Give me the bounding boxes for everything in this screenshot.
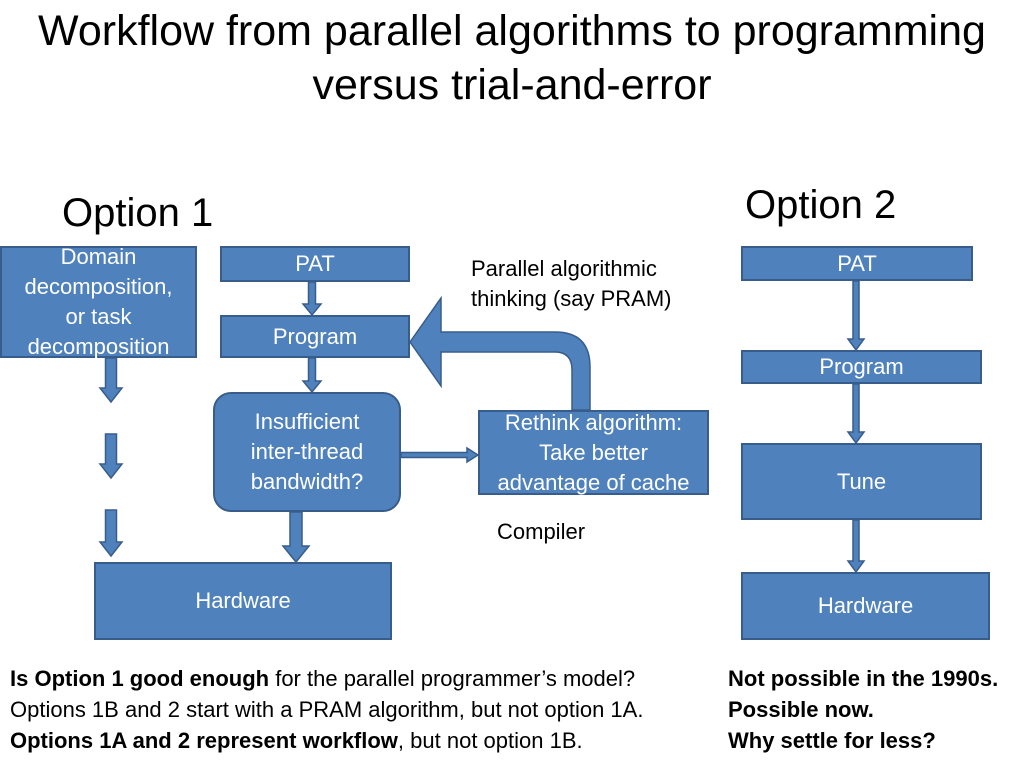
note-line-2: Possible now. xyxy=(728,697,874,722)
opt2-program-to-tune-arrow xyxy=(846,383,866,445)
opt2-tune-to-hardware-arrow xyxy=(846,519,866,574)
rethink-algorithm-box: Rethink algorithm: Take better advantage… xyxy=(478,410,709,495)
pram-thinking-label: Parallel algorithmic thinking (say PRAM) xyxy=(471,254,672,314)
box-text-line: Program xyxy=(819,354,904,379)
domain-down-arrow-2 xyxy=(98,433,124,480)
box-text-line: Hardware xyxy=(195,588,291,613)
slide-title-line-1: Workflow from parallel algorithms to pro… xyxy=(38,7,986,55)
opt1-rethink-to-program-uturn-arrow xyxy=(409,295,591,411)
box-text-line: Program xyxy=(272,323,358,349)
box-text-line: decomposition xyxy=(27,334,170,359)
opt1-bandwidth-to-hardware-arrow xyxy=(281,511,311,564)
option-1-heading: Option 1 xyxy=(62,191,214,235)
label-line: Parallel algorithmic xyxy=(471,256,657,281)
opt1-program-to-bandwidth-arrow xyxy=(301,357,323,394)
box-text-line: advantage of cache xyxy=(497,469,690,495)
opt1-pat-to-program-arrow xyxy=(301,281,323,317)
opt2-pat-to-program-arrow xyxy=(846,280,866,352)
note-emphasis: Options 1A and 2 represent workflow xyxy=(10,728,398,753)
domain-down-arrow-3 xyxy=(98,509,124,558)
opt1-hardware-box: Hardware xyxy=(94,562,392,640)
box-text-line: Take better xyxy=(539,439,648,465)
box-text-line: Rethink algorithm: xyxy=(504,409,683,435)
box-text-line: Insufficient xyxy=(254,409,360,434)
label-line: thinking (say PRAM) xyxy=(471,286,672,311)
box-text-line: PAT xyxy=(295,251,335,276)
slide-title-line-2: versus trial-and-error xyxy=(312,61,712,109)
box-text-line: Tune xyxy=(836,468,887,494)
notes-left: Is Option 1 good enough for the parallel… xyxy=(10,663,643,756)
opt2-pat-box: PAT xyxy=(741,246,973,281)
opt2-hardware-box: Hardware xyxy=(741,572,990,640)
box-text-line: inter-thread xyxy=(250,439,364,464)
insufficient-bandwidth-decision-box: Insufficient inter-thread bandwidth? xyxy=(213,392,401,512)
opt1-pat-box: PAT xyxy=(220,246,410,282)
compiler-label: Compiler xyxy=(497,519,586,544)
box-text-line: decomposition, xyxy=(24,274,173,299)
note-text: Options 1B and 2 start with a PRAM algor… xyxy=(10,697,644,722)
slide-title: Workflow from parallel algorithms to pro… xyxy=(0,4,1024,112)
note-line-2: Options 1B and 2 start with a PRAM algor… xyxy=(10,694,643,725)
domain-down-arrow-1 xyxy=(98,357,124,404)
box-text-line: bandwidth? xyxy=(250,469,364,494)
note-line-1: Not possible in the 1990s. xyxy=(728,666,999,691)
note-text: , but not option 1B. xyxy=(397,728,583,753)
box-text-line: or task xyxy=(65,304,132,329)
option-2-heading: Option 2 xyxy=(745,183,897,227)
note-line-3: Options 1A and 2 represent workflow, but… xyxy=(10,725,643,756)
note-text: for the parallel programmer’s model? xyxy=(269,666,636,691)
note-emphasis: Is Option 1 good enough xyxy=(10,666,270,691)
note-line-1: Is Option 1 good enough for the parallel… xyxy=(10,663,643,694)
opt1-bandwidth-to-rethink-arrow xyxy=(400,446,480,464)
note-line-3: Why settle for less? xyxy=(728,728,936,753)
box-text-line: Hardware xyxy=(817,593,914,618)
notes-right: Not possible in the 1990s. Possible now.… xyxy=(728,663,998,756)
box-text-line: Domain xyxy=(60,244,137,269)
box-text-line: PAT xyxy=(837,250,877,276)
opt1-program-box: Program xyxy=(220,315,410,358)
domain-decomposition-box: Domain decomposition, or task decomposit… xyxy=(0,244,197,359)
opt2-program-box: Program xyxy=(741,350,982,384)
opt2-tune-box: Tune xyxy=(741,443,982,520)
